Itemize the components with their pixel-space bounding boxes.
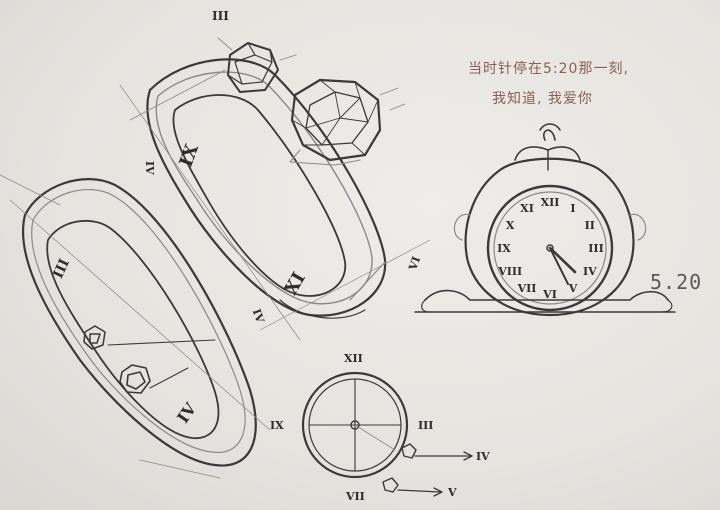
watch-numeral-ii: II (585, 219, 595, 232)
watch-numeral-ix: IX (497, 242, 511, 255)
dial-numeral-ix: IX (270, 419, 284, 432)
ring-numeral-vi: VI (406, 255, 423, 273)
watch-numeral-iv: IV (583, 265, 597, 278)
caption-line-2: 我知道, 我爱你 (492, 91, 593, 107)
dial-numeral-iii: III (418, 419, 433, 432)
watch-numeral-vii: VII (517, 282, 537, 295)
arrow-label-v: V (447, 486, 457, 499)
small-ring (0, 174, 271, 479)
watch-numeral-v: V (568, 282, 578, 295)
small-ring-numeral-iv: IV (173, 399, 200, 427)
dial-numerals: XII IX III VII IV V (270, 352, 490, 503)
dial-numeral-xii: XII (344, 352, 363, 365)
arrow-label-iv: IV (476, 450, 490, 463)
caption-line-1: 当时针停在5:20那一刻, (468, 61, 629, 77)
watch-numeral-iii: III (588, 242, 603, 255)
large-ring-numerals: III IX XI VI (176, 9, 424, 299)
watch-numeral-x: X (506, 219, 515, 232)
side-mark-ring-bottom: IV (250, 307, 267, 325)
large-ring (119, 37, 431, 341)
pocket-watch (414, 123, 676, 317)
watch-numeral-i: I (570, 202, 575, 215)
small-ring-numeral-iii: III (50, 256, 73, 281)
watch-numeral-viii: VIII (497, 265, 522, 278)
date-stamp: 5.20 (650, 270, 703, 294)
dial-diagram (301, 371, 473, 497)
ring-numeral-xi: XI (280, 269, 309, 299)
watch-numeral-xii: XII (541, 196, 560, 209)
dial-numeral-vii: VII (345, 490, 365, 503)
watch-numeral-vi: VI (542, 288, 557, 301)
watch-numeral-xi: XI (520, 202, 534, 215)
ring-numeral-top: III (212, 9, 229, 23)
side-mark-left: IV (143, 161, 156, 175)
